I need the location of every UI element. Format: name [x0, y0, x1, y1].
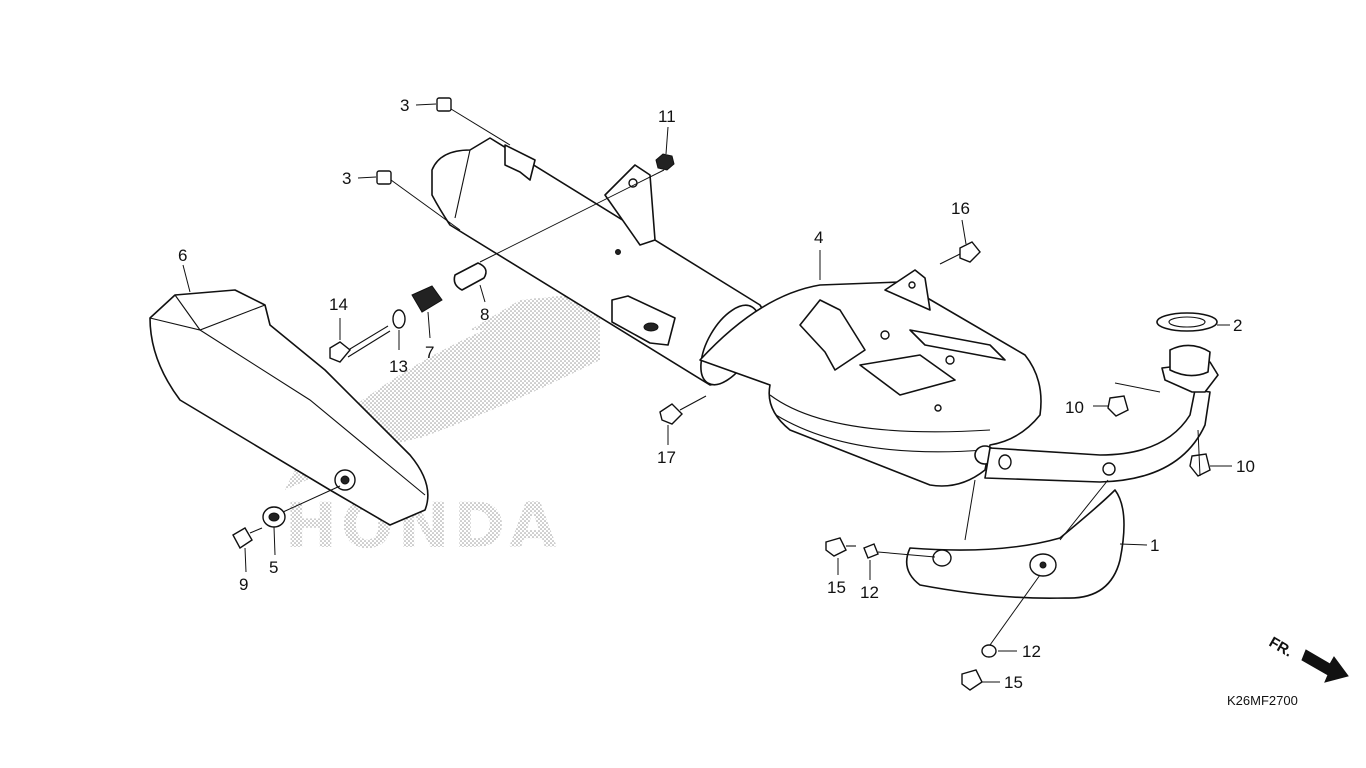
collar-8 — [453, 262, 487, 291]
bolt-15-left — [825, 537, 856, 557]
front-direction-label: FR. — [1266, 634, 1295, 661]
bolt-16 — [939, 241, 981, 265]
callout-15-lower: 15 — [1004, 673, 1023, 692]
hardware-items — [232, 97, 1211, 691]
callout-6: 6 — [178, 246, 187, 265]
rubber-cap-upper — [436, 97, 452, 112]
nut-10-upper — [1107, 395, 1129, 417]
nut-11 — [655, 153, 675, 171]
callout-8: 8 — [480, 305, 489, 324]
leader-lines — [182, 103, 1232, 683]
bolt-14 — [329, 325, 391, 363]
washer-13 — [392, 309, 406, 329]
callout-7: 7 — [425, 343, 434, 362]
callout-5: 5 — [269, 558, 278, 577]
callout-17: 17 — [657, 448, 676, 467]
callout-16: 16 — [951, 199, 970, 218]
callout-15-left: 15 — [827, 578, 846, 597]
bolt-17 — [659, 395, 707, 425]
muffler-protector — [149, 289, 429, 526]
nut-12-left — [863, 543, 879, 559]
muffler-chamber — [699, 269, 1042, 487]
callouts: 1 2 3 3 4 5 6 7 8 9 10 10 11 12 12 13 14… — [178, 96, 1255, 692]
front-arrow-icon — [1301, 649, 1349, 683]
callout-10-lower: 10 — [1236, 457, 1255, 476]
front-direction-indicator: FR. — [1266, 634, 1349, 683]
exhaust-gasket — [1156, 312, 1218, 332]
bushing-7 — [411, 285, 443, 313]
callout-4: 4 — [814, 228, 823, 247]
callout-14: 14 — [329, 295, 348, 314]
screw-9 — [232, 527, 263, 550]
bolt-15-lower — [961, 669, 983, 691]
muffler-silencer — [431, 137, 766, 386]
callout-12-lower: 12 — [1022, 642, 1041, 661]
rubber-5 — [262, 506, 286, 528]
callout-2: 2 — [1233, 316, 1242, 335]
pipe-protector — [905, 489, 1125, 600]
diagram-code: K26MF2700 — [1227, 693, 1298, 708]
exhaust-pipe — [984, 344, 1219, 483]
callout-1: 1 — [1150, 536, 1159, 555]
rubber-cap-lower — [376, 170, 392, 185]
callout-12-left: 12 — [860, 583, 879, 602]
washer-12-lower — [981, 644, 997, 658]
callout-13: 13 — [389, 357, 408, 376]
callout-9: 9 — [239, 575, 248, 594]
callout-3-upper: 3 — [400, 96, 409, 115]
callout-10-upper: 10 — [1065, 398, 1084, 417]
callout-11: 11 — [658, 107, 676, 126]
callout-3-lower: 3 — [342, 169, 351, 188]
